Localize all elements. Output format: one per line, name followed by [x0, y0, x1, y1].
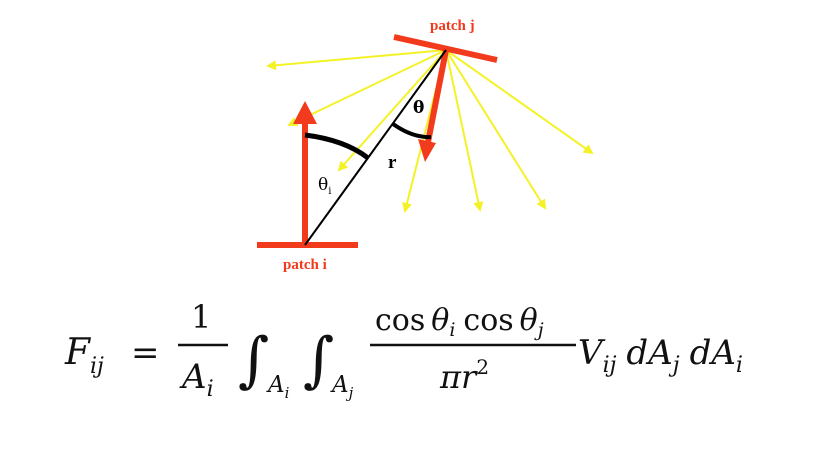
frac2-denominator: πr2 [439, 355, 489, 396]
eq-lhs: Fij [64, 332, 104, 379]
theta-i-arc [304, 132, 370, 160]
patch-j-normal-arrowhead [418, 139, 436, 162]
ray-2 [287, 49, 447, 127]
ray-1 [266, 49, 447, 71]
r-label: r [388, 152, 397, 173]
integral-2-subscript: Aj [330, 372, 354, 402]
patch-i-label: patch i [283, 257, 327, 273]
patch-j-surface [393, 34, 498, 63]
frac1-denominator: Ai [179, 357, 214, 402]
theta-i-label: θi [318, 175, 331, 197]
patch-i-normal-arrowhead [293, 101, 317, 124]
integral-2: ∫ [303, 325, 334, 395]
patch-j-label: patch j [430, 18, 475, 34]
integral-1-subscript: Ai [266, 372, 290, 402]
frac1-numerator: 1 [191, 298, 211, 336]
ray-5 [445, 49, 484, 212]
patch-j-normal [425, 49, 449, 143]
theta-j-arc [391, 122, 432, 140]
eq-equals: = [131, 333, 160, 373]
ray-7 [445, 49, 594, 155]
integral-1: ∫ [238, 325, 269, 395]
theta-j-label: θ [413, 98, 424, 118]
connecting-line-r [304, 49, 447, 246]
ray-6 [445, 49, 547, 210]
